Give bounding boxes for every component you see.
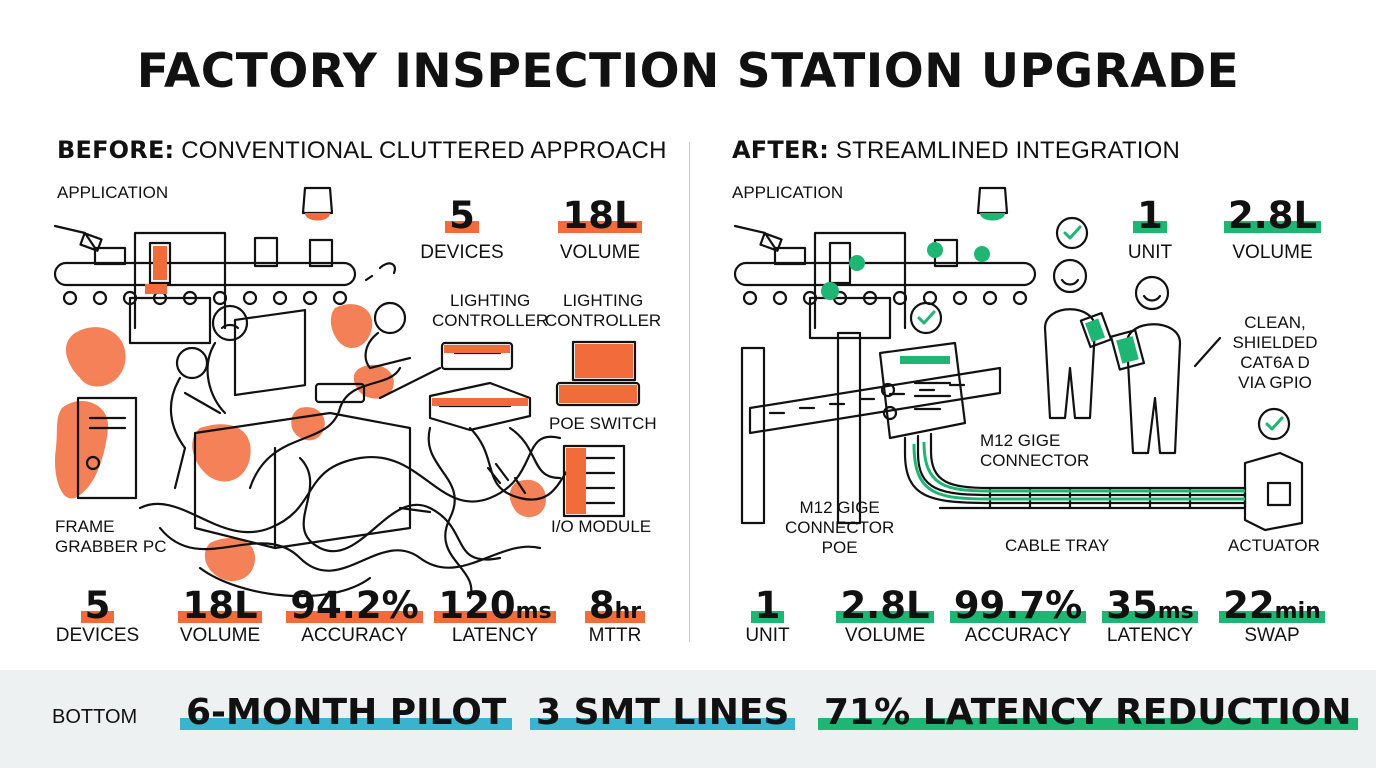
before-lighting-controller-label-1: LIGHTING CONTROLLER: [432, 291, 549, 330]
before-stat-mttr-caption: MTTR: [588, 625, 642, 646]
before-stat-volume-value: 18L: [182, 584, 258, 627]
bottom-stat-smt-lines-text: 3 SMT LINES: [530, 692, 795, 733]
after-top-stat-volume-caption: VOLUME: [1232, 242, 1313, 263]
after-stat-swap-value: 22: [1223, 584, 1275, 627]
after-stat-accuracy: 99.7%: [948, 586, 1088, 632]
panel-divider: [689, 142, 690, 642]
after-top-stat-unit-value: 1: [1133, 194, 1167, 237]
after-stat-swap-unit: min: [1274, 599, 1321, 624]
before-stat-devices-value: 5: [84, 584, 111, 627]
after-m12-gige-connector-label: M12 GIGE CONNECTOR: [980, 431, 1090, 470]
before-stat-volume-caption: VOLUME: [179, 625, 261, 646]
before-stat-devices: 5: [45, 586, 150, 632]
before-top-stat-devices: 5: [412, 196, 512, 236]
bottom-label: BOTTOM: [52, 706, 138, 728]
bottom-stat-latency-reduction-text: 71% LATENCY REDUCTION: [818, 692, 1358, 733]
bottom-stat-pilot: 6-MONTH PILOT: [180, 692, 512, 733]
before-stat-mttr-unit: hr: [614, 599, 642, 624]
before-stat-latency-caption: LATENCY: [451, 625, 539, 646]
after-stat-accuracy-value: 99.7%: [953, 584, 1083, 627]
after-stat-volume-caption: VOLUME: [844, 625, 926, 646]
bottom-stat-smt-lines: 3 SMT LINES: [530, 692, 795, 733]
before-stat-latency-value: 120: [438, 584, 516, 627]
after-heading-rest: STREAMLINED INTEGRATION: [829, 137, 1181, 164]
after-top-stat-unit-caption: UNIT: [1127, 242, 1173, 263]
after-clean-shielded-label: CLEAN, SHIELDED CAT6A D VIA GPIO: [1232, 313, 1318, 392]
before-application-label: APPLICATION: [57, 183, 169, 202]
before-heading-bold: BEFORE:: [57, 136, 175, 164]
after-m12-gige-connector-poe-label: M12 GIGE CONNECTOR POE: [785, 498, 895, 557]
after-stat-latency: 35ms: [1095, 586, 1205, 632]
before-stat-latency-unit: ms: [515, 599, 552, 624]
after-stat-latency-caption: LATENCY: [1106, 625, 1194, 646]
after-cable-tray-label: CABLE TRAY: [1005, 536, 1110, 555]
after-stat-swap-caption: SWAP: [1244, 625, 1300, 646]
before-top-stat-volume: 18L: [545, 196, 655, 236]
before-stat-accuracy: 94.2%: [282, 586, 427, 632]
after-stat-volume-value: 2.8L: [840, 584, 930, 627]
after-heading: AFTER: STREAMLINED INTEGRATION: [732, 136, 1180, 165]
before-top-stat-devices-caption: DEVICES: [420, 242, 504, 263]
check-icons: [917, 225, 1284, 431]
before-stat-accuracy-caption: ACCURACY: [301, 625, 408, 646]
before-stat-accuracy-value: 94.2%: [290, 584, 419, 627]
after-actuator-label: ACTUATOR: [1228, 536, 1320, 555]
before-panel: BEFORE: CONVENTIONAL CLUTTERED APPROACH: [0, 128, 680, 658]
before-stat-volume: 18L: [165, 586, 275, 632]
after-heading-bold: AFTER:: [732, 136, 830, 164]
before-heading-rest: CONVENTIONAL CLUTTERED APPROACH: [174, 137, 667, 164]
before-poe-switch-label: POE SWITCH: [549, 414, 657, 433]
before-top-stat-devices-value: 5: [445, 194, 479, 237]
before-top-stat-volume-caption: VOLUME: [559, 242, 641, 263]
bottom-stat-pilot-text: 6-MONTH PILOT: [180, 692, 512, 733]
before-stat-devices-caption: DEVICES: [55, 625, 140, 646]
before-illustration: [53, 186, 641, 600]
after-stat-accuracy-caption: ACCURACY: [964, 625, 1072, 646]
after-stat-latency-value: 35: [1106, 584, 1158, 627]
after-top-stat-unit: 1: [1100, 196, 1200, 236]
before-top-stat-volume-value: 18L: [558, 194, 641, 237]
before-io-module-label: I/O MODULE: [551, 517, 652, 536]
after-stat-volume: 2.8L: [830, 586, 940, 632]
before-lighting-controller-label-2: LIGHTING CONTROLLER: [545, 291, 662, 330]
before-stat-mttr-value: 8: [588, 584, 615, 627]
after-stat-latency-unit: ms: [1157, 599, 1194, 624]
after-top-stat-volume-value: 2.8L: [1224, 194, 1321, 237]
after-stat-swap: 22min: [1212, 586, 1332, 632]
after-application-label: APPLICATION: [732, 183, 844, 202]
after-panel: AFTER: STREAMLINED INTEGRATION: [690, 128, 1370, 658]
before-heading: BEFORE: CONVENTIONAL CLUTTERED APPROACH: [57, 136, 667, 165]
before-orange-parts: [145, 213, 637, 514]
after-illustration: [733, 186, 1304, 532]
after-stat-unit: 1: [730, 586, 805, 632]
before-stat-mttr: 8hr: [570, 586, 660, 632]
after-green-parts: [821, 213, 1139, 364]
page-title: FACTORY INSPECTION STATION UPGRADE: [136, 44, 1240, 99]
after-top-stat-volume: 2.8L: [1215, 196, 1330, 236]
bottom-stat-latency-reduction: 71% LATENCY REDUCTION: [818, 692, 1358, 733]
bottom-summary-bar: BOTTOM 6-MONTH PILOT 3 SMT LINES 71% LAT…: [0, 670, 1376, 768]
before-orange-blobs: [54, 304, 546, 582]
before-frame-grabber-label: FRAME GRABBER PC: [55, 517, 167, 556]
after-stat-unit-value: 1: [754, 584, 781, 627]
before-stat-latency: 120ms: [430, 586, 560, 632]
after-stat-unit-caption: UNIT: [745, 625, 790, 646]
